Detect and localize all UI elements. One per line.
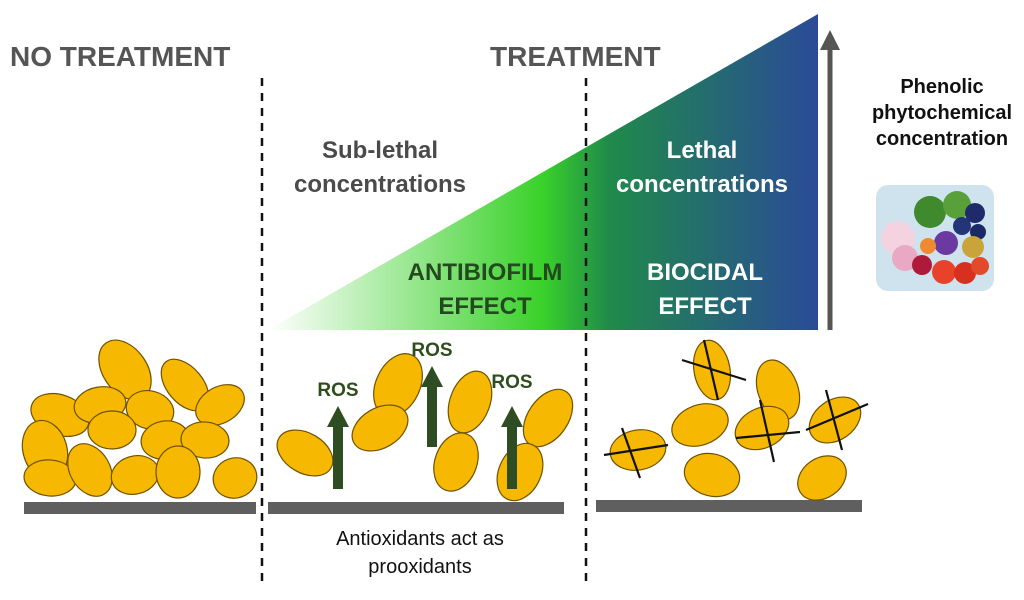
concentration-wedge bbox=[268, 14, 818, 330]
heading-no-treatment: NO TREATMENT bbox=[10, 41, 230, 72]
bacterial-cell bbox=[797, 455, 847, 501]
antibiofilm-label-line2: EFFECT bbox=[438, 293, 532, 320]
fruits-vegetables-icon bbox=[876, 185, 994, 291]
heading-treatment: TREATMENT bbox=[490, 41, 661, 72]
bacterial-cell bbox=[433, 432, 479, 492]
bacterial-cell bbox=[351, 404, 409, 452]
biocidal-label-line2: EFFECT bbox=[658, 293, 752, 320]
bacterial-cell bbox=[67, 443, 113, 497]
ros-arrow bbox=[427, 385, 437, 447]
surface-sublethal bbox=[268, 502, 564, 514]
bacterial-cell bbox=[180, 421, 230, 459]
lethal-label-line2: concentrations bbox=[616, 171, 788, 198]
ros-arrow-head bbox=[327, 406, 349, 427]
side-label-line2: phytochemical bbox=[872, 102, 1012, 124]
ros-label-2: ROS bbox=[411, 340, 452, 361]
bacterial-cell bbox=[87, 410, 137, 450]
bacterial-cell bbox=[447, 370, 493, 434]
ros-arrows bbox=[327, 366, 523, 489]
bacterial-cell bbox=[276, 429, 334, 477]
ros-label-3: ROS bbox=[491, 372, 532, 393]
lethal-label-line1: Lethal bbox=[667, 137, 738, 164]
side-label-line1: Phenolic bbox=[900, 76, 983, 98]
sub-lethal-label-line1: Sub-lethal bbox=[322, 137, 438, 164]
bacterial-cell bbox=[155, 445, 201, 499]
ros-arrow bbox=[507, 425, 517, 489]
bacterial-cell bbox=[496, 442, 544, 502]
biofilm-cells-no-treatment bbox=[21, 339, 258, 499]
biocidal-label-line1: BIOCIDAL bbox=[647, 259, 763, 286]
bottom-note-line2: prooxidants bbox=[368, 556, 471, 578]
bacterial-cell bbox=[683, 452, 741, 498]
surface-lethal bbox=[596, 500, 862, 512]
concentration-arrow-head bbox=[820, 30, 840, 50]
bacterial-cell bbox=[671, 403, 729, 447]
biofilm-cells-sublethal bbox=[276, 353, 574, 502]
ros-arrow-head bbox=[421, 366, 443, 387]
death-crosses bbox=[603, 339, 869, 479]
antibiofilm-label-line1: ANTIBIOFILM bbox=[408, 259, 563, 286]
sub-lethal-label-line2: concentrations bbox=[294, 171, 466, 198]
bacterial-cell bbox=[195, 384, 245, 426]
dead-cells-lethal bbox=[609, 339, 862, 501]
bottom-note-line1: Antioxidants act as bbox=[336, 528, 504, 550]
bacterial-cell bbox=[125, 390, 175, 430]
ros-label-1: ROS bbox=[317, 380, 358, 401]
side-label-line3: concentration bbox=[876, 128, 1008, 150]
cross-mark bbox=[681, 358, 747, 382]
surface-no-treatment bbox=[24, 502, 256, 514]
bacterial-cell bbox=[212, 457, 258, 499]
ros-arrow-head bbox=[501, 406, 523, 427]
ros-arrow bbox=[333, 425, 343, 489]
